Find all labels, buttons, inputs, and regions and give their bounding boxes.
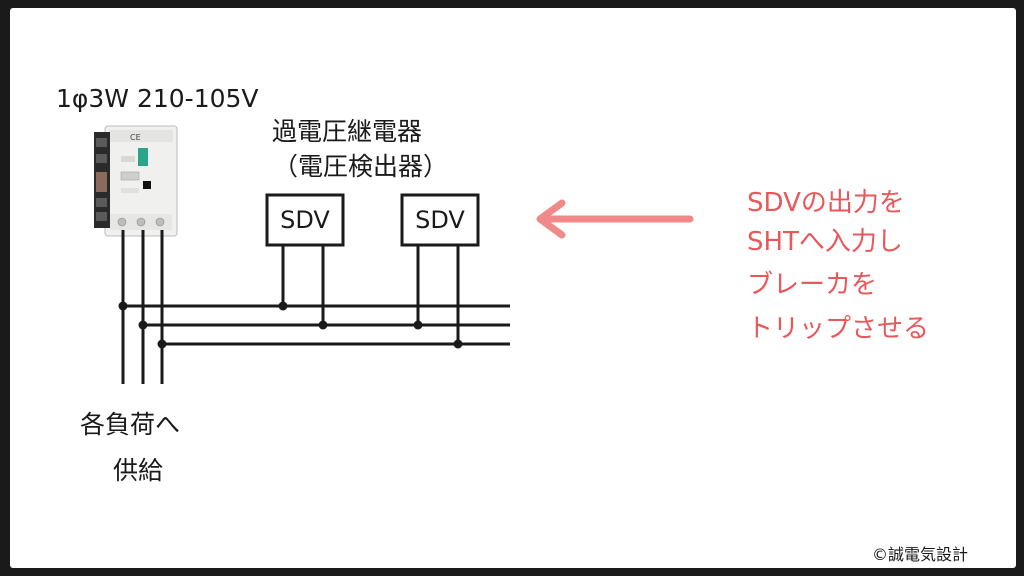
- arrow-left-icon: [536, 199, 694, 239]
- note-line-2: SHTへ入力し: [747, 227, 903, 257]
- junction-dot: [157, 339, 167, 349]
- wiring-diagram: CE: [94, 125, 694, 384]
- wires: [121, 230, 510, 384]
- junction-dot: [453, 339, 463, 349]
- sdv-label-1: SDV: [280, 206, 330, 234]
- sdv-box-1: [265, 193, 345, 247]
- feed-label-line2: 供給: [113, 456, 164, 485]
- junction-dot: [118, 301, 128, 311]
- junction-dot: [413, 320, 423, 330]
- sdv-box-2: [400, 193, 480, 247]
- junction-dot: [138, 320, 148, 330]
- relay-title-line1: 過電圧継電器: [272, 117, 423, 146]
- system-label: 1φ3W 210-105V: [56, 84, 259, 113]
- note-line-1: SDVの出力を: [747, 188, 905, 218]
- junction-dots: [118, 301, 463, 349]
- relay-title-line2: （電圧検出器）: [273, 152, 449, 181]
- copyright: ©誠電気設計: [872, 545, 969, 564]
- junction-dot: [278, 301, 288, 311]
- junction-dot: [318, 320, 328, 330]
- breaker-image: CE: [94, 125, 178, 237]
- note-line-4: トリップさせる: [747, 314, 930, 344]
- slide-frame: CE: [10, 8, 1016, 568]
- feed-label-line1: 各負荷へ: [80, 410, 181, 439]
- note-line-3: ブレーカを: [747, 270, 878, 300]
- breaker-ce-mark: CE: [130, 133, 141, 142]
- sdv-label-2: SDV: [415, 206, 465, 234]
